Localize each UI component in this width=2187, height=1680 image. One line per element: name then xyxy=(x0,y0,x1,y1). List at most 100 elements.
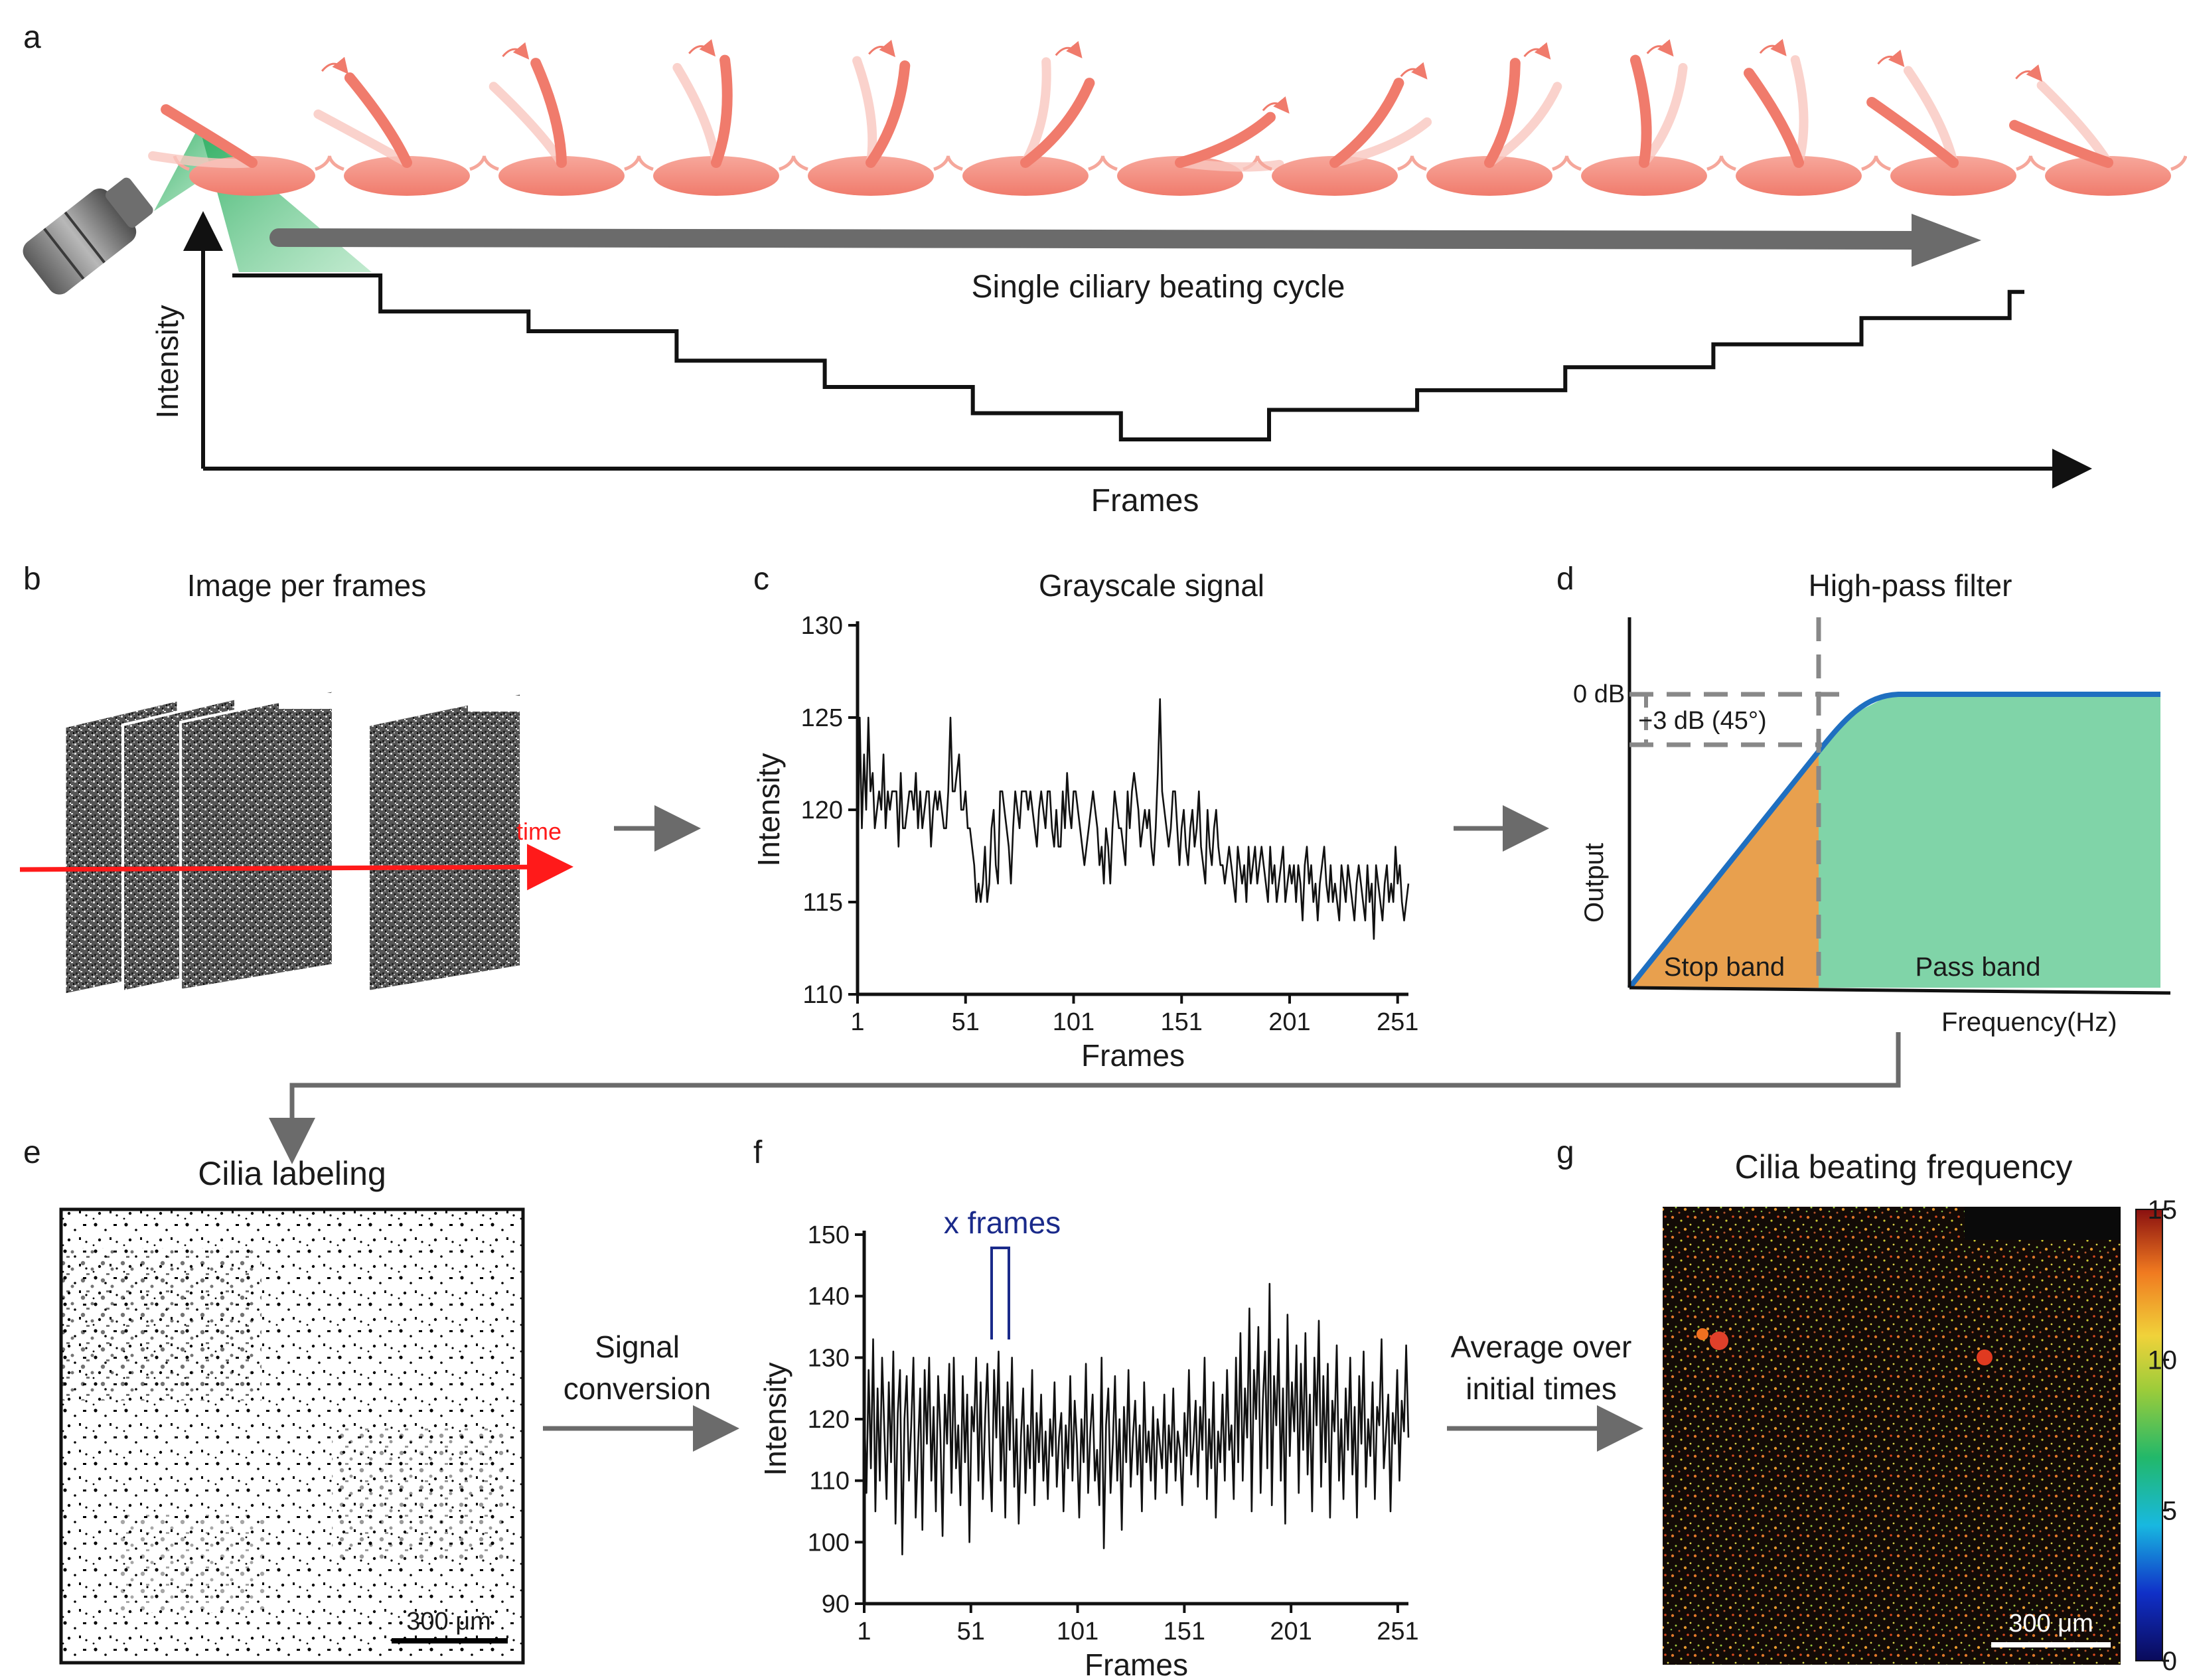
x-tick-label: 51 xyxy=(952,1008,980,1036)
ciliated-cell xyxy=(1564,39,1724,196)
motion-arrow-icon xyxy=(688,39,716,57)
panel-title-g: Cilia beating frequency xyxy=(1735,1148,2073,1185)
cell-body xyxy=(808,156,934,196)
x-tick-label: 201 xyxy=(1268,1008,1310,1036)
colorbar xyxy=(2135,1209,2163,1661)
ylabel-d: Output xyxy=(1580,843,1609,923)
cilium xyxy=(1329,78,1404,168)
cilium xyxy=(530,58,567,168)
colorbar-tick-label: 0 xyxy=(2162,1647,2177,1676)
colorbar-tick-label: 10 xyxy=(2148,1346,2178,1375)
y-tick-label: 90 xyxy=(822,1590,850,1618)
panel-letter-g: g xyxy=(1556,1135,1574,1170)
motion-arrow-icon xyxy=(1877,49,1905,67)
cell-body xyxy=(962,156,1089,196)
y-tick-label: 125 xyxy=(801,704,843,732)
cell-body xyxy=(1890,156,2016,196)
scale-label-e: 300 μm xyxy=(406,1608,491,1636)
y-axis-label: Intensity xyxy=(751,753,786,866)
db0-label: 0 dB xyxy=(1573,680,1625,708)
ciliated-cell xyxy=(1100,96,1290,196)
series-line xyxy=(863,1282,1410,1556)
frame-image xyxy=(179,688,335,992)
cell-body xyxy=(1736,156,1862,196)
ciliated-cell xyxy=(482,42,641,196)
cilium xyxy=(161,104,258,168)
cilium xyxy=(1484,58,1521,168)
xlabel-a: Frames xyxy=(1091,483,1199,518)
motion-arrow-icon xyxy=(2015,64,2043,82)
ciliated-cell xyxy=(791,39,950,196)
x-axis-label: Frames xyxy=(1081,1038,1185,1073)
series-line xyxy=(856,698,1410,940)
cilium-ghost xyxy=(1903,66,1958,167)
ciliated-cell xyxy=(1410,42,1569,196)
panel-title-e: Cilia labeling xyxy=(198,1155,386,1192)
x-tick-label: 101 xyxy=(1053,1008,1094,1036)
pass-band-area xyxy=(1819,694,2160,988)
beating-frequency-map xyxy=(1663,1207,2121,1665)
y-tick-label: 120 xyxy=(801,797,843,824)
motion-arrow-icon xyxy=(321,56,348,74)
ciliated-cell xyxy=(1255,62,1432,196)
motion-arrow-icon xyxy=(1759,38,1787,56)
panel-letter-f: f xyxy=(753,1135,763,1170)
cell-body xyxy=(1426,156,1552,196)
cell-body xyxy=(653,156,779,196)
panel-title-b: Image per frames xyxy=(187,568,426,603)
panel-letter-d: d xyxy=(1556,562,1574,597)
ciliated-cell xyxy=(1719,38,1878,196)
cell-body xyxy=(1272,156,1398,196)
ciliated-cell xyxy=(637,39,796,196)
motion-arrow-icon xyxy=(1646,39,1674,57)
pass-band-label: Pass band xyxy=(1915,953,2040,982)
cilium xyxy=(1020,78,1095,168)
ylabel-a: Intensity xyxy=(150,305,185,418)
panel-b: b Image per frames time xyxy=(19,562,701,996)
panel-letter-a: a xyxy=(23,20,41,55)
scale-label-g: 300 μm xyxy=(2008,1610,2093,1638)
objective-lens-icon xyxy=(23,177,153,295)
axis-x-d xyxy=(1629,986,2171,995)
cell-edge xyxy=(2028,155,2187,171)
y-tick-label: 150 xyxy=(808,1221,850,1249)
ciliated-cells xyxy=(148,38,2187,196)
cilium-ghost xyxy=(1485,82,1562,167)
cilium xyxy=(1866,96,1959,168)
x-frames-bracket xyxy=(990,1247,1010,1339)
cilium-ghost xyxy=(852,56,877,167)
motion-arrow-icon xyxy=(1055,40,1083,58)
filter-response-line xyxy=(1627,692,2160,990)
cilium xyxy=(1175,112,1276,168)
y-tick-label: 110 xyxy=(802,981,843,1009)
cycle-arrow-head xyxy=(1912,214,1981,267)
ciliated-cell xyxy=(148,104,332,196)
x-tick-label: 101 xyxy=(1057,1618,1098,1645)
y-tick-label: 130 xyxy=(808,1344,850,1372)
cell-body xyxy=(498,156,625,196)
x-frames-label: x frames xyxy=(944,1205,1061,1240)
x-tick-label: 1 xyxy=(857,1618,871,1645)
x-tick-label: 51 xyxy=(957,1618,985,1645)
intensity-step-line xyxy=(232,273,2024,441)
motion-arrow-icon xyxy=(1262,96,1290,114)
ciliated-cell xyxy=(2009,64,2187,196)
cell-body xyxy=(344,156,470,196)
y-tick-label: 130 xyxy=(801,612,843,640)
motion-arrow-icon xyxy=(868,39,896,58)
arrow-d-to-e xyxy=(269,1032,1901,1164)
ciliated-cell xyxy=(1866,49,2033,196)
motion-arrow-icon xyxy=(1523,42,1551,60)
panel-letter-b: b xyxy=(23,562,41,597)
panel-title-d: High-pass filter xyxy=(1809,568,2012,603)
average-label-2: initial times xyxy=(1466,1371,1617,1406)
panel-letter-e: e xyxy=(23,1135,41,1170)
motion-arrow-icon xyxy=(1400,62,1428,80)
cilium-ghost xyxy=(1639,62,1688,167)
signal-conversion-label-2: conversion xyxy=(564,1371,711,1406)
cilium-ghost xyxy=(1790,55,1809,167)
signal-conversion-label-1: Signal xyxy=(595,1330,680,1364)
frame-image xyxy=(367,691,522,994)
